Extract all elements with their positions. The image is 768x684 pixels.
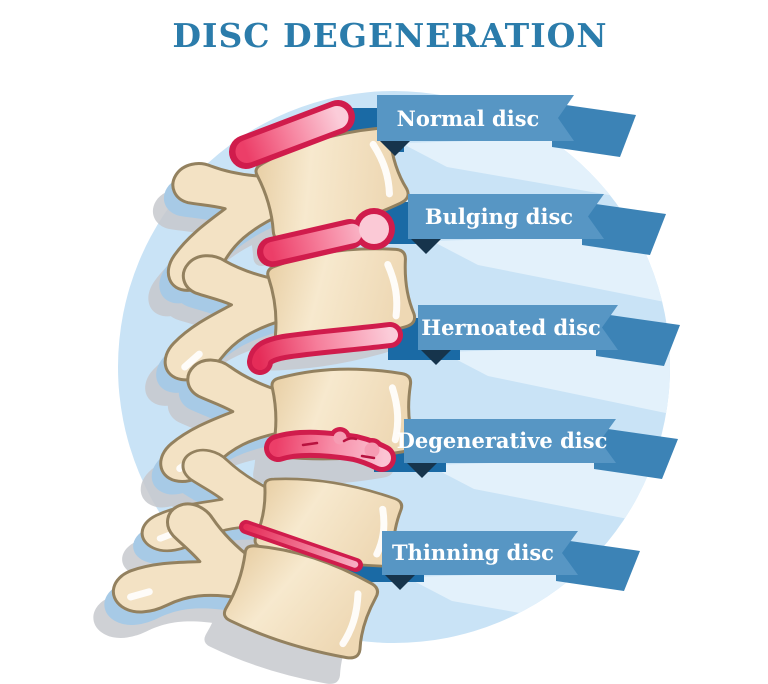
label-normal-disc: Normal disc xyxy=(377,95,636,157)
disc-illustrations xyxy=(229,100,403,572)
label-text-bulging: Bulging disc xyxy=(425,204,573,229)
label-text-normal: Normal disc xyxy=(397,106,540,131)
ribbon-banner-2 xyxy=(408,194,604,239)
ribbon-banner-4 xyxy=(404,419,616,463)
ribbon-banner-3 xyxy=(418,305,618,350)
ribbon-fold-4 xyxy=(406,462,438,478)
ribbon-tail-2 xyxy=(582,202,666,255)
page-title: DISC DEGENERATION xyxy=(172,16,607,55)
label-text-hernoated: Hernoated disc xyxy=(421,315,600,340)
degenerative-disc xyxy=(264,427,396,472)
ribbon-tail-4 xyxy=(594,427,678,479)
swoosh-3 xyxy=(442,344,670,418)
label-bulging-disc: Bulging disc xyxy=(408,194,666,255)
ribbon-tail-3 xyxy=(596,313,680,366)
swoosh-4 xyxy=(428,457,670,531)
ribbon-fold-3 xyxy=(420,349,452,365)
ribbon-fold-5 xyxy=(384,574,416,590)
label-hernoated-disc: Hernoated disc xyxy=(418,305,680,366)
bulging-disc xyxy=(257,208,395,267)
ribbon-fold-1 xyxy=(379,140,411,156)
label-text-degenerative: Degenerative disc xyxy=(397,428,608,453)
ribbon-tail-5 xyxy=(556,539,640,591)
ribbon-tail-1 xyxy=(552,103,636,157)
label-thinning-disc: Thinning disc xyxy=(382,531,640,591)
normal-disc xyxy=(229,100,355,169)
label-degenerative-disc: Degenerative disc xyxy=(397,419,678,479)
ribbon-banner-1 xyxy=(377,95,574,141)
ribbon-fold-2 xyxy=(410,238,442,254)
label-text-thinning: Thinning disc xyxy=(392,540,554,565)
hernoated-disc xyxy=(247,322,403,375)
thinning-disc xyxy=(239,520,363,572)
ribbon-banner-5 xyxy=(382,531,578,575)
swoosh-2 xyxy=(432,233,670,307)
disc-labels: Normal disc Bulging disc Hernoated disc … xyxy=(377,95,680,591)
